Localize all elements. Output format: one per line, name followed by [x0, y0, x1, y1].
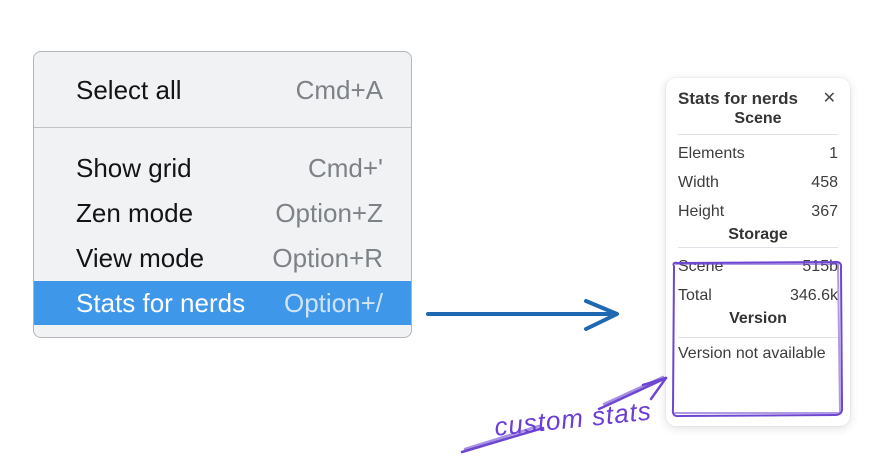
- menu-item-label: Stats for nerds: [76, 287, 246, 318]
- section-divider: [678, 134, 838, 135]
- section-divider: [678, 247, 838, 248]
- menu-divider: [34, 127, 411, 128]
- menu-item-label: Zen mode: [76, 198, 194, 228]
- stat-label: Total: [678, 287, 712, 304]
- stat-row-width: Width 458: [678, 168, 838, 197]
- menu-item-shortcut: Option+Z: [275, 198, 383, 228]
- menu-section-top: Select all Cmd+A: [34, 52, 411, 127]
- stats-panel: Stats for nerds ✕ Scene Elements 1 Width…: [666, 78, 850, 426]
- menu-item-shortcut: Cmd+': [307, 153, 383, 183]
- menu-item-shortcut: Cmd+A: [295, 75, 383, 105]
- stat-label: Height: [678, 203, 725, 220]
- version-status-text: Version not available: [678, 345, 826, 362]
- sketch-arrow: [460, 375, 668, 454]
- close-icon[interactable]: ✕: [822, 90, 836, 107]
- stat-value: 458: [811, 174, 838, 191]
- stat-value: 515b: [802, 258, 838, 275]
- menu-item-select-all[interactable]: Select all Cmd+A: [34, 68, 411, 113]
- menu-item-view-mode[interactable]: View mode Option+R: [34, 236, 411, 281]
- stat-label: Elements: [678, 145, 745, 162]
- stat-label: Scene: [678, 258, 724, 275]
- menu-item-show-grid[interactable]: Show grid Cmd+': [34, 146, 411, 191]
- stat-value: 367: [811, 203, 838, 220]
- stat-label: Width: [678, 174, 719, 191]
- section-header-version: Version: [729, 310, 787, 327]
- menu-item-zen-mode[interactable]: Zen mode Option+Z: [34, 191, 411, 236]
- menu-item-label: Select all: [76, 75, 182, 105]
- menu-item-label: View mode: [76, 243, 205, 273]
- menu-item-shortcut: Option+R: [272, 243, 383, 273]
- stat-row-scene-size: Scene 515b: [678, 252, 838, 281]
- stats-panel-title: Stats for nerds: [678, 89, 798, 108]
- menu-item-label: Show grid: [76, 153, 192, 183]
- menu-section-main: Show grid Cmd+' Zen mode Option+Z View m…: [34, 128, 411, 337]
- stat-row-total-size: Total 346.6k: [678, 281, 838, 310]
- menu-item-stats-for-nerds[interactable]: Stats for nerds Option+/: [34, 281, 411, 325]
- section-header-scene: Scene: [734, 110, 782, 127]
- stat-row-elements: Elements 1: [678, 139, 838, 168]
- stat-value: 346.6k: [789, 287, 838, 304]
- stat-row-height: Height 367: [678, 197, 838, 226]
- stats-panel-titlebar: Stats for nerds ✕: [678, 88, 838, 110]
- section-divider: [678, 337, 838, 338]
- context-menu: Select all Cmd+A Show grid Cmd+' Zen mod…: [33, 51, 412, 338]
- annotation-text: custom stats: [492, 395, 654, 442]
- blue-right-arrow: [426, 299, 619, 331]
- stat-value: 1: [829, 145, 838, 162]
- section-header-storage: Storage: [728, 226, 788, 243]
- menu-item-shortcut: Option+/: [283, 287, 383, 318]
